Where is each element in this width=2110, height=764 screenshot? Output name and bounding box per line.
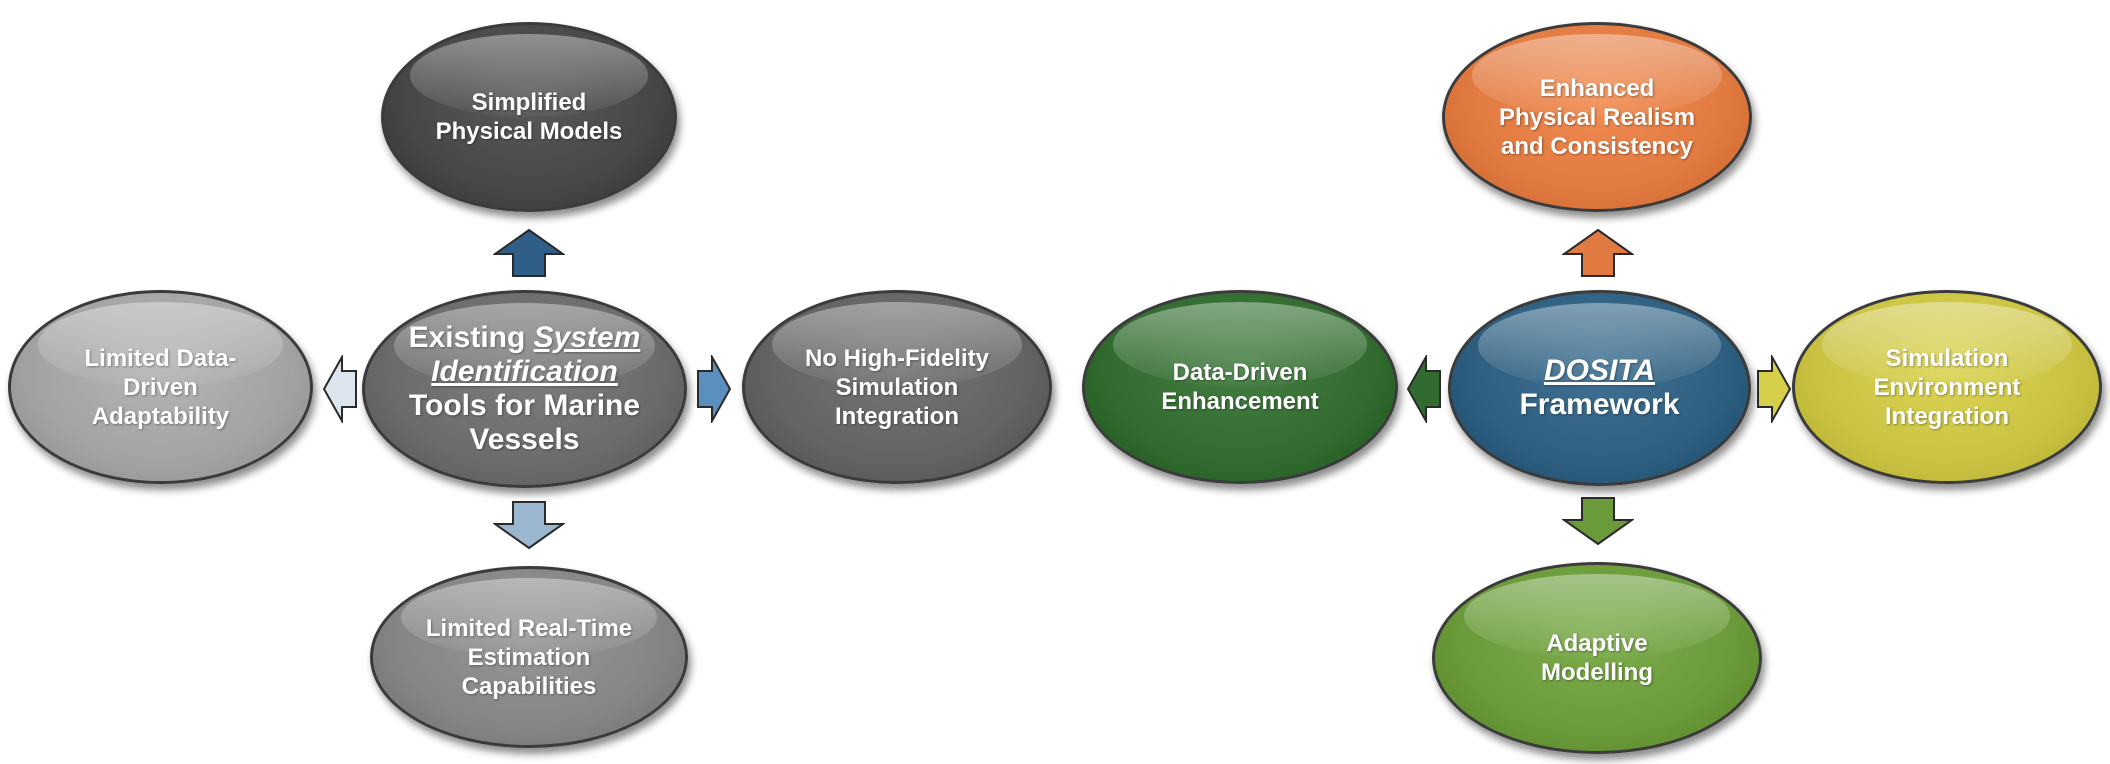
label-line: Physical Models — [435, 118, 623, 145]
simulation-environment-integration-node: Simulation Environment Integration — [1792, 290, 2102, 484]
arrow-up-icon — [1562, 228, 1634, 277]
arrow-shape — [493, 501, 565, 550]
arrow-shape — [1562, 497, 1634, 546]
label-line: and Consistency — [1500, 132, 1694, 160]
node-label: Enhanced Physical Realism and Consistenc… — [1459, 74, 1735, 161]
arrow-shape — [322, 355, 357, 423]
label-line: Integration — [1885, 402, 2009, 430]
label-line: Limited Real-Time — [425, 614, 633, 642]
label-line: Driven — [123, 373, 198, 401]
arrow-right-icon — [697, 355, 732, 423]
label-line: Simplified — [471, 89, 587, 116]
arrow-shape — [1757, 355, 1792, 423]
data-driven-enhancement-node: Data-Driven Enhancement — [1082, 290, 1398, 484]
arrow-right-icon — [1757, 355, 1792, 423]
node-label: Limited Data- Driven Adaptability — [44, 344, 276, 431]
label-line: Vessels — [469, 423, 580, 456]
label-line: Estimation — [467, 643, 591, 671]
arrow-left-icon — [322, 355, 357, 423]
node-label: Data-Driven Enhancement — [1121, 358, 1358, 416]
label-line: Simulation — [835, 373, 959, 401]
label-line: No High-Fidelity — [805, 344, 989, 372]
arrow-shape — [697, 355, 732, 423]
no-high-fidelity-simulation-node: No High-Fidelity Simulation Integration — [742, 290, 1052, 484]
arrow-shape — [1562, 228, 1634, 277]
arrow-down-icon — [1562, 497, 1634, 546]
label-emphasis: Identification — [431, 355, 618, 388]
dosita-framework-node: DOSITA Framework — [1448, 290, 1751, 486]
arrow-shape — [493, 228, 565, 277]
label-line: Enhancement — [1161, 388, 1319, 415]
label-emphasis: DOSITA — [1543, 354, 1656, 387]
simplified-physical-models-node: Simplified Physical Models — [381, 22, 677, 212]
label-line: Simulation — [1885, 344, 2009, 372]
adaptive-modelling-node: Adaptive Modelling — [1432, 562, 1762, 754]
node-label: DOSITA Framework — [1479, 354, 1719, 422]
arrow-up-icon — [493, 228, 565, 277]
label-line: Enhanced — [1539, 74, 1655, 102]
label-line: Adaptive — [1546, 630, 1648, 657]
label-line: Data-Driven — [1172, 359, 1308, 386]
label-text: Existing — [408, 321, 534, 354]
node-label: Existing System Identification Tools for… — [369, 321, 681, 457]
label-line: Physical Realism — [1498, 103, 1696, 131]
label-line: Modelling — [1541, 659, 1653, 686]
node-label: No High-Fidelity Simulation Integration — [765, 344, 1029, 431]
label-line: Tools for Marine — [408, 389, 641, 422]
node-label: Limited Real-Time Estimation Capabilitie… — [386, 614, 672, 701]
label-line: Capabilities — [461, 672, 597, 700]
label-line: Framework — [1519, 388, 1680, 421]
label-line: Existing System — [409, 321, 641, 355]
label-emphasis: System — [533, 321, 641, 354]
arrow-down-icon — [493, 501, 565, 550]
node-label: Simplified Physical Models — [396, 88, 663, 146]
node-label: Simulation Environment Integration — [1834, 344, 2061, 431]
label-line: Integration — [834, 402, 959, 430]
limited-data-driven-adaptability-node: Limited Data- Driven Adaptability — [8, 290, 313, 484]
label-line: Adaptability — [91, 402, 230, 430]
arrow-shape — [1406, 355, 1441, 423]
arrow-left-icon — [1406, 355, 1441, 423]
node-label: Adaptive Modelling — [1501, 629, 1693, 687]
existing-system-identification-tools-node: Existing System Identification Tools for… — [362, 290, 687, 488]
enhanced-physical-realism-node: Enhanced Physical Realism and Consistenc… — [1442, 22, 1752, 212]
label-line: Limited Data- — [84, 344, 237, 372]
limited-real-time-estimation-node: Limited Real-Time Estimation Capabilitie… — [370, 566, 688, 748]
label-line: Environment — [1873, 373, 2021, 401]
